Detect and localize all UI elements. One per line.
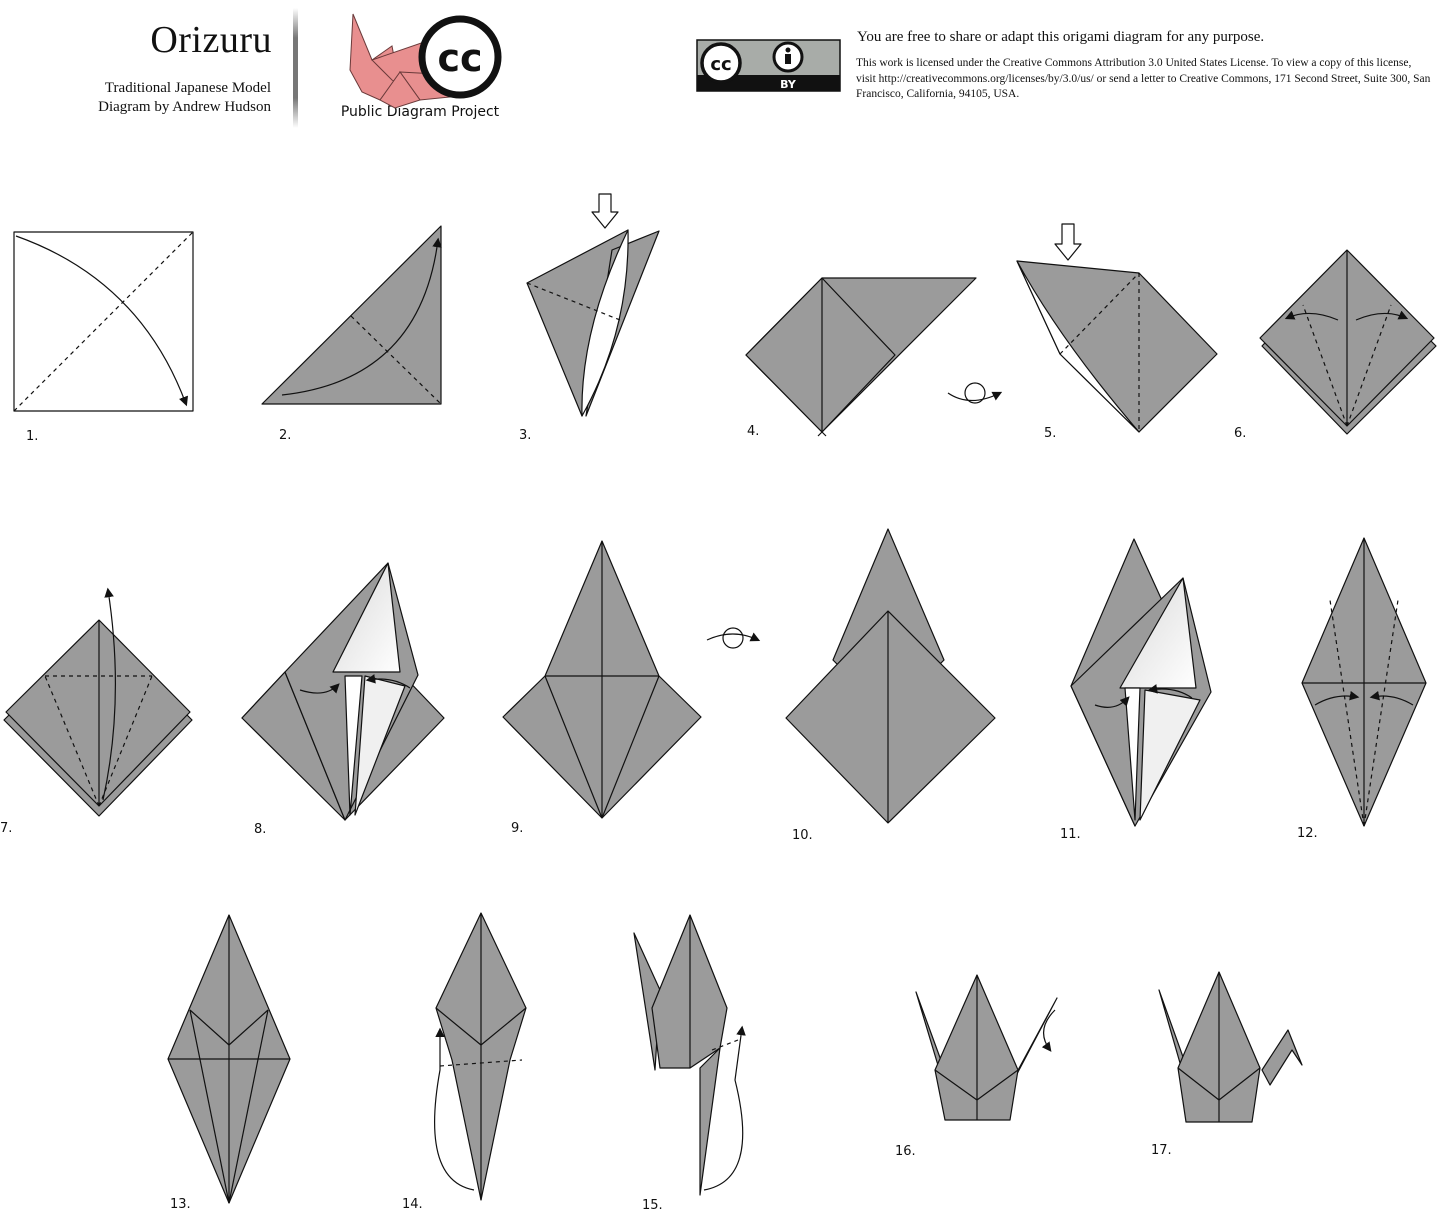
step-label-10: 10. — [792, 828, 813, 843]
step-12-figure — [1301, 537, 1427, 827]
step-4-figure — [745, 277, 1003, 437]
step-7-figure — [3, 587, 193, 817]
cc-badge-icon: cc — [700, 42, 742, 84]
step-label-4: 4. — [747, 424, 760, 439]
step-label-14: 14. — [402, 1197, 423, 1212]
creative-commons-icon: cc — [418, 15, 502, 99]
step-16-figure — [915, 974, 1058, 1121]
step-2-figure — [261, 225, 442, 405]
turn-over-icon — [706, 627, 761, 649]
step-15-figure — [633, 914, 746, 1196]
subtitle-author: Diagram by Andrew Hudson — [98, 99, 271, 115]
step-5-figure — [1016, 223, 1218, 433]
step-17-figure — [1158, 971, 1303, 1123]
step-1-figure — [13, 231, 194, 412]
step-label-2: 2. — [279, 428, 292, 443]
push-arrow-icon — [1054, 223, 1082, 261]
attribution-person-icon — [772, 41, 804, 73]
subtitle: Traditional Japanese Model Diagram by An… — [0, 79, 271, 117]
logo-badge-text: cc — [437, 36, 482, 80]
step-label-6: 6. — [1234, 426, 1247, 441]
step-label-5: 5. — [1044, 426, 1057, 441]
turn-over-icon — [947, 382, 1003, 404]
step-10-figure — [785, 528, 996, 824]
cc-badge-text: cc — [710, 54, 731, 75]
step-label-17: 17. — [1151, 1143, 1172, 1158]
page-title: Orizuru — [150, 19, 272, 61]
by-badge-text: BY — [780, 78, 797, 91]
step-6-figure — [1259, 249, 1437, 435]
step-label-8: 8. — [254, 822, 267, 837]
step-label-12: 12. — [1297, 826, 1318, 841]
license-body: This work is licensed under the Creative… — [856, 57, 1431, 100]
subtitle-model: Traditional Japanese Model — [104, 80, 271, 96]
license-badge: cc BY — [696, 39, 841, 92]
step-9-figure — [502, 540, 761, 819]
logo-caption: Public Diagram Project — [340, 104, 500, 120]
public-diagram-logo: cc — [349, 13, 502, 109]
push-arrow-icon — [591, 193, 619, 229]
step-label-1: 1. — [26, 429, 39, 444]
step-label-9: 9. — [511, 821, 524, 836]
step-label-11: 11. — [1060, 827, 1081, 842]
step-label-13: 13. — [170, 1197, 191, 1212]
step-13-figure — [167, 914, 291, 1204]
step-label-15: 15. — [642, 1198, 663, 1213]
step-label-16: 16. — [895, 1144, 916, 1159]
header-divider — [293, 8, 298, 128]
license-headline: You are free to share or adapt this orig… — [857, 29, 1265, 45]
step-label-3: 3. — [519, 428, 532, 443]
step-3-figure — [526, 193, 660, 417]
step-14-figure — [434, 912, 527, 1201]
step-label-7: 7. — [0, 821, 13, 836]
step-11-figure — [1070, 538, 1212, 827]
step-8-figure — [241, 562, 445, 821]
